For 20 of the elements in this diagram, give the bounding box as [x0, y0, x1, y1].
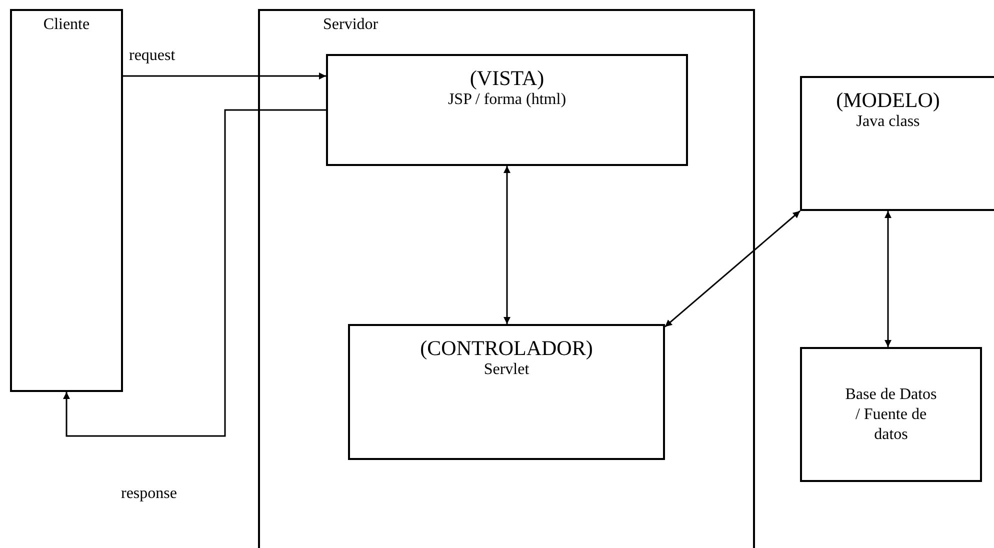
box-heading: Cliente — [43, 15, 90, 35]
component-box — [348, 324, 665, 460]
arrow — [664, 210, 800, 328]
component-title: (VISTA) — [470, 66, 544, 90]
arrow — [63, 109, 326, 437]
box-text: Servlet — [484, 360, 530, 380]
box-text: Base de Datos / Fuente de datos — [844, 384, 938, 444]
component-title: (MODELO) — [836, 88, 940, 112]
server-container — [258, 9, 755, 548]
arrow — [884, 211, 892, 347]
box-heading: Servidor — [323, 15, 378, 35]
component-box — [800, 347, 982, 482]
component-box — [326, 54, 688, 166]
box-text: JSP / forma (html) — [448, 90, 566, 110]
arrow — [123, 72, 326, 80]
arrow — [504, 166, 510, 324]
component-title: (CONTROLADOR) — [420, 336, 593, 360]
component-box — [800, 76, 994, 211]
box-text: Java class — [856, 112, 920, 132]
component-box — [10, 9, 123, 392]
